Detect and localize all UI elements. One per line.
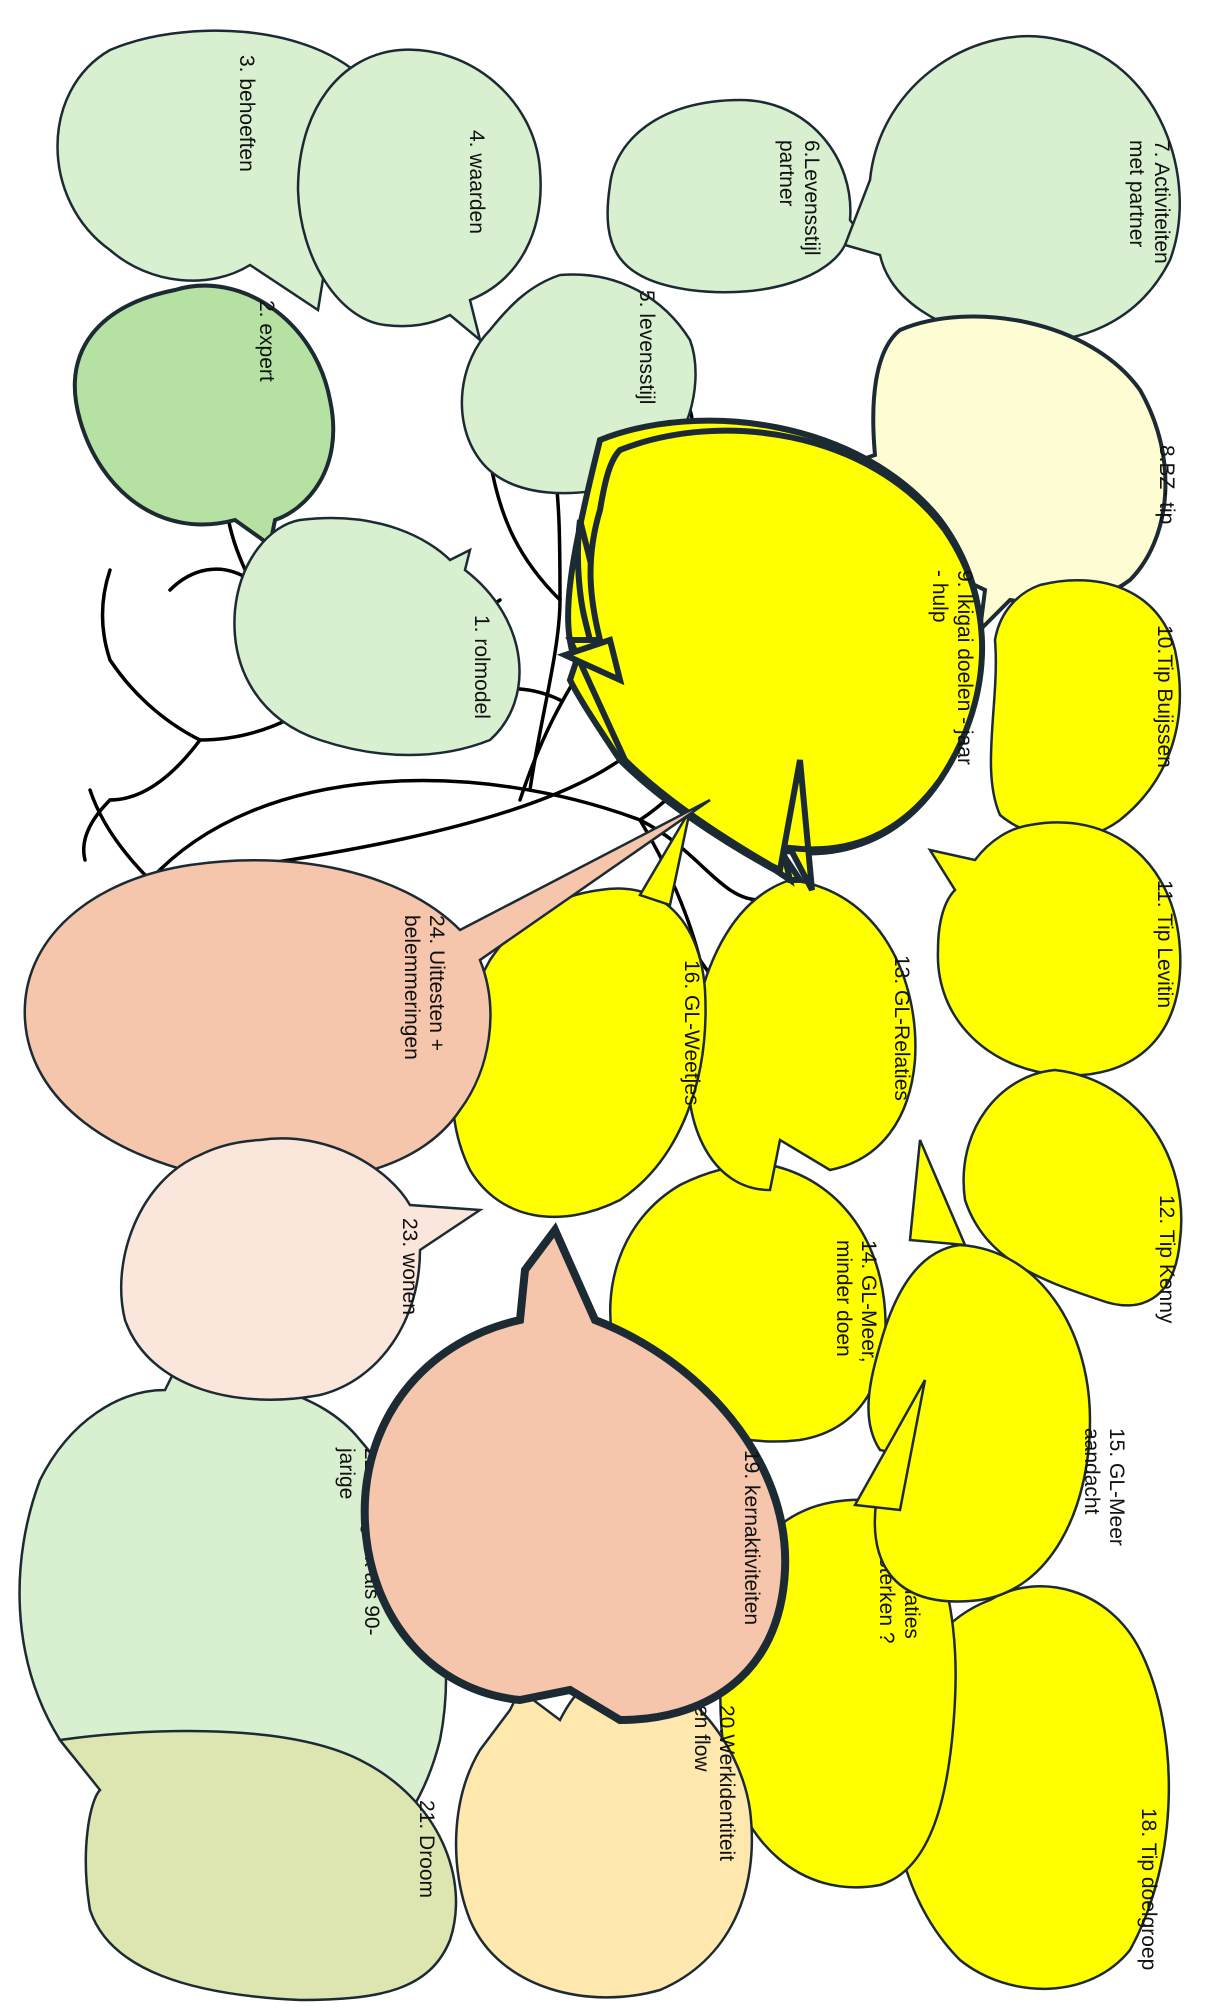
bubble-24-label-line1: 24. Uittesten +	[425, 915, 448, 1051]
bubble-16-label: 16. GL-Weetjes	[680, 960, 703, 1106]
bubble-10-label: 10.Tip Buijssen	[1153, 625, 1176, 768]
bubble-7-label-line1: 7. Activiteiten	[1150, 140, 1173, 264]
bubble-13-label: 13. GL-Relaties	[890, 955, 913, 1101]
bubble-11-label: 11. Tip Levitin	[1153, 880, 1176, 1008]
bubble-14-label-line2: minder doen	[832, 1240, 855, 1357]
bubble-9-label-line2: - hulp	[928, 570, 951, 623]
bubble-6-label-line1: 6.Levensstijl	[800, 140, 823, 256]
bubble-15-pointer	[910, 1140, 965, 1245]
bubble-12-label: 12. Tip Kenny	[1155, 1195, 1178, 1324]
bubble-5-label: 5. levensstijl	[635, 290, 658, 404]
bubble-2-label: 2. expert	[255, 300, 278, 382]
bubble-14-label-line1: 14. GL-Meer,	[857, 1240, 880, 1363]
bubble-18-label: 18. Tip doelgroep	[1137, 1808, 1160, 1970]
bubble-21-label: 21. Droom	[415, 1800, 438, 1898]
bubble-24-label-line2: belemmeringen	[400, 915, 423, 1060]
bubble-8-label: 8.BZ- tip	[1155, 445, 1178, 524]
bubble-23-label: 23. wonen	[398, 1218, 421, 1315]
bubble-9-label-line1: 9. Ikigai doelen - jaar	[953, 570, 976, 765]
bubble-13-gl-relaties[interactable]	[688, 880, 915, 1190]
bubble-20-label-line1: 20.Werkidentiteit	[715, 1705, 738, 1861]
bubble-2-expert[interactable]	[75, 286, 333, 545]
bubble-15-label-line1: 15. GL-Meer	[1105, 1428, 1128, 1546]
bubble-9-body	[570, 431, 982, 890]
bubble-6-label-line2: partner	[775, 140, 798, 207]
bubble-11-tip-levitin[interactable]	[930, 822, 1180, 1075]
bubble-22-label-line2: jarige	[335, 1447, 358, 1499]
bubble-19-label: 19. kernaktiviteiten	[740, 1450, 763, 1625]
bubble-4-label: 4. waarden	[465, 130, 488, 234]
bubble-1-label: 1. rolmodel	[470, 615, 493, 719]
bubble-15-label-line2: aandacht	[1080, 1428, 1103, 1515]
bubble-6-levensstijl-partner[interactable]	[608, 100, 870, 292]
bubble-23-wonen[interactable]	[121, 1138, 480, 1399]
bubble-7-label-line2: met partner	[1125, 140, 1148, 247]
bubble-3-label: 3. behoeften	[235, 55, 258, 172]
bubble-20-label-line2: en flow	[690, 1705, 713, 1772]
bubble-4-waarden[interactable]	[298, 50, 541, 340]
bubble-10-tip-buijssen[interactable]	[991, 580, 1180, 838]
